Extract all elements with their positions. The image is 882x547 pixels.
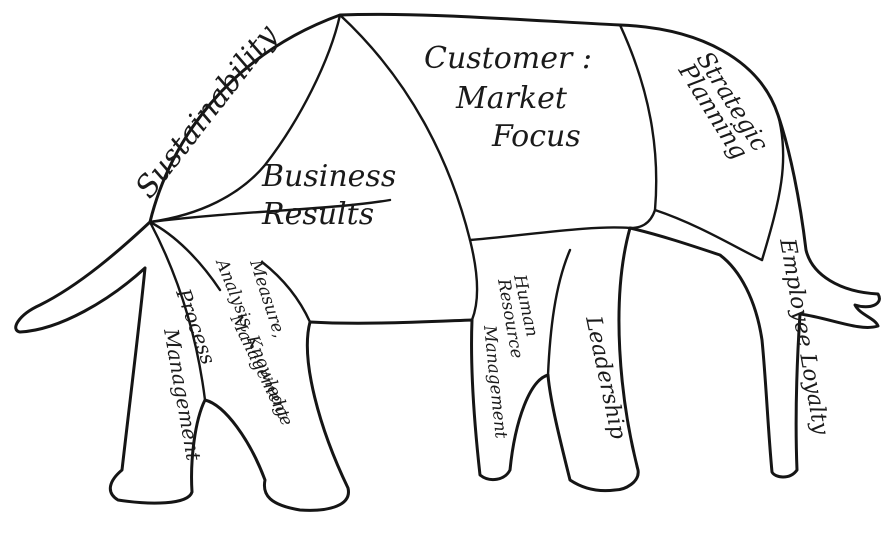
label-business: Business: [261, 159, 396, 194]
line-hind-leg-split: [148, 220, 207, 402]
elephant-outline: [14, 12, 881, 512]
label-results: Results: [261, 197, 374, 232]
line-business-results-right: [338, 13, 479, 322]
label-market: Market: [455, 81, 568, 116]
line-sustainability-border: [148, 198, 392, 224]
line-belly-lower: [260, 260, 312, 324]
line-business-results-left: [148, 13, 342, 224]
line-trunk-edge: [760, 113, 785, 262]
line-front-leg-split: [546, 248, 572, 377]
label-focus: Focus: [491, 119, 581, 154]
line-strategic-bottom: [653, 208, 764, 262]
line-strategic-left: [618, 23, 658, 230]
label-employee-loyalty: Employee Loyalty: [774, 236, 833, 437]
line-customer-bottom: [468, 226, 632, 242]
line-hind-leg-inner: [148, 220, 222, 292]
label-customer: Customer :: [424, 41, 592, 76]
